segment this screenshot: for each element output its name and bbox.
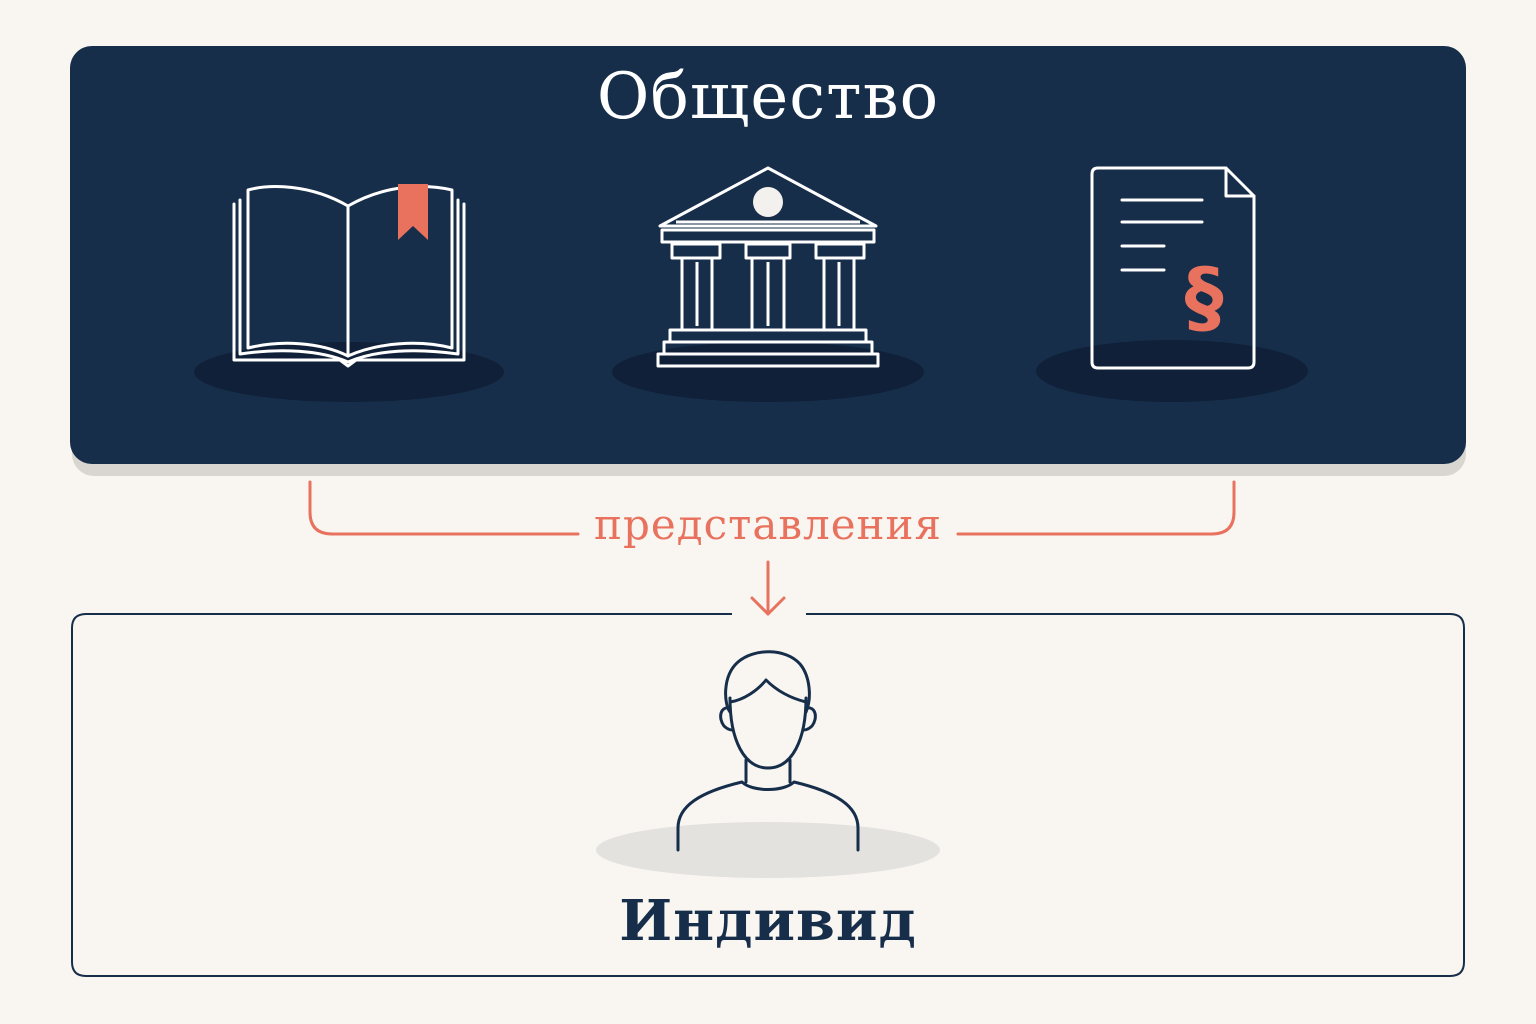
svg-text:§: § bbox=[1185, 253, 1224, 343]
institution-building-icon bbox=[656, 166, 880, 368]
link-label: представления bbox=[593, 500, 943, 549]
bracket-right bbox=[956, 480, 1236, 536]
arrow-head bbox=[750, 596, 786, 616]
document-icon-shadow bbox=[1036, 340, 1308, 402]
society-title: Общество bbox=[596, 60, 940, 134]
law-document-icon: § bbox=[1090, 166, 1256, 370]
individual-frame bbox=[71, 613, 1465, 977]
bracket-left bbox=[308, 480, 580, 536]
person-icon-shadow bbox=[596, 822, 940, 878]
book-icon bbox=[232, 184, 466, 368]
individual-title: Индивид bbox=[619, 888, 917, 954]
person-icon bbox=[676, 650, 860, 852]
